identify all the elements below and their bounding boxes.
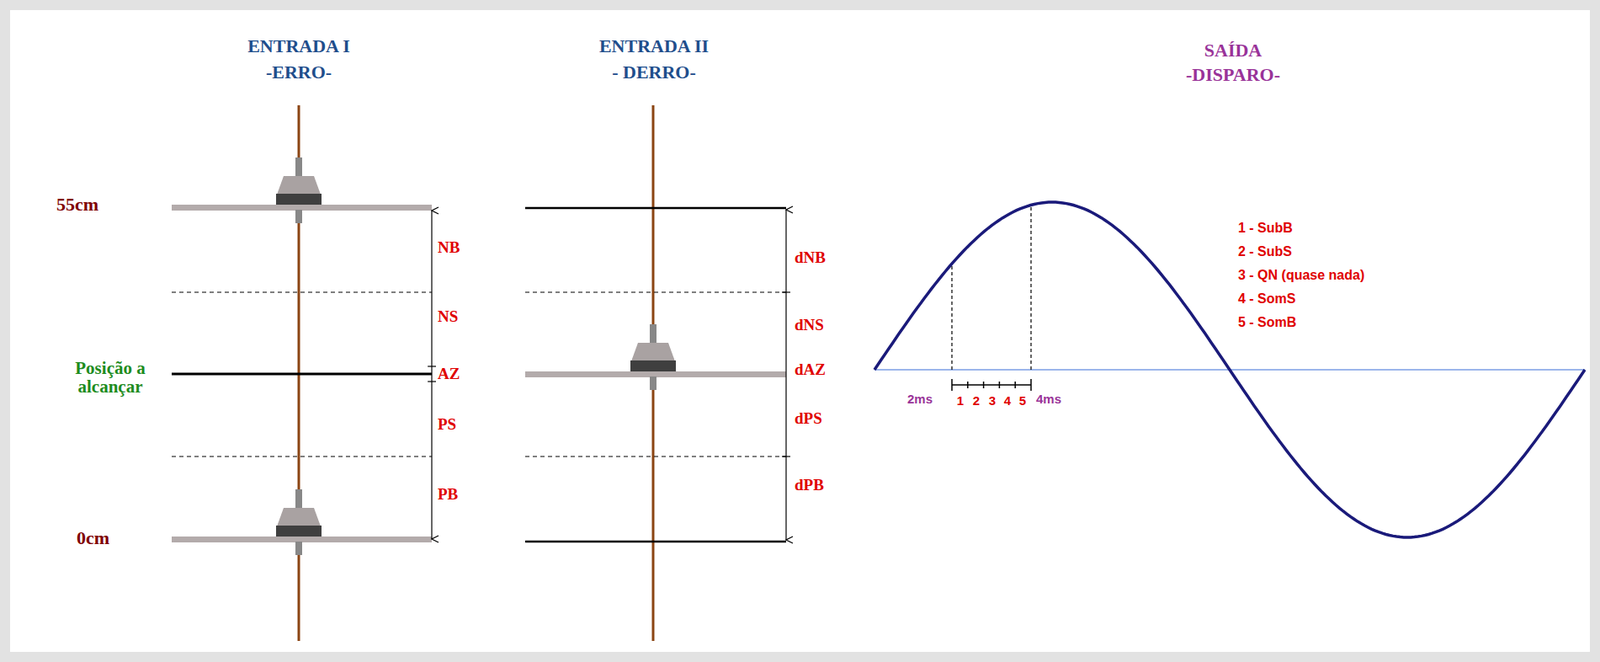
column-title: SAÍDA [1204, 39, 1262, 62]
callout-number: 4 [1004, 393, 1011, 408]
zone-label: AZ [437, 364, 460, 383]
column-subtitle: -DISPARO- [1185, 63, 1281, 86]
column-subtitle: -ERRO- [265, 61, 332, 84]
entrada-ii-drawing [525, 105, 791, 641]
zone-label: PB [437, 484, 458, 504]
callout-number: 2 [972, 393, 980, 408]
output-level: 5 - SomB [1238, 314, 1297, 330]
target-label: Posição a alcançar [66, 358, 155, 396]
sine-plot [874, 201, 1585, 537]
zone-label: dPS [794, 409, 823, 428]
zone-label: dPB [794, 475, 824, 495]
callout-number: 1 [956, 393, 964, 408]
zone-label: dNS [794, 315, 824, 335]
zone-label: dAZ [794, 360, 826, 379]
entrada-i-drawing [171, 105, 436, 641]
output-level: 3 - QN (quase nada) [1238, 267, 1365, 283]
column-title: ENTRADA II [599, 35, 709, 58]
output-level: 1 - SubB [1238, 220, 1293, 236]
zone-label: PS [437, 414, 457, 434]
zone-label: NB [437, 238, 460, 257]
time-label: 2ms [907, 391, 933, 406]
column-subtitle: - DERRO- [611, 61, 697, 84]
callout-number: 5 [1019, 393, 1026, 408]
zone-label: NS [437, 307, 458, 326]
column-title: ENTRADA I [247, 35, 351, 58]
zone-label: dNB [794, 248, 826, 267]
output-level: 4 - SomS [1238, 291, 1296, 307]
callout-number: 3 [988, 393, 996, 408]
height-label: 55cm [56, 193, 99, 216]
height-label: 0cm [76, 526, 110, 549]
output-level: 2 - SubS [1238, 244, 1292, 260]
time-label: 4ms [1036, 391, 1062, 406]
